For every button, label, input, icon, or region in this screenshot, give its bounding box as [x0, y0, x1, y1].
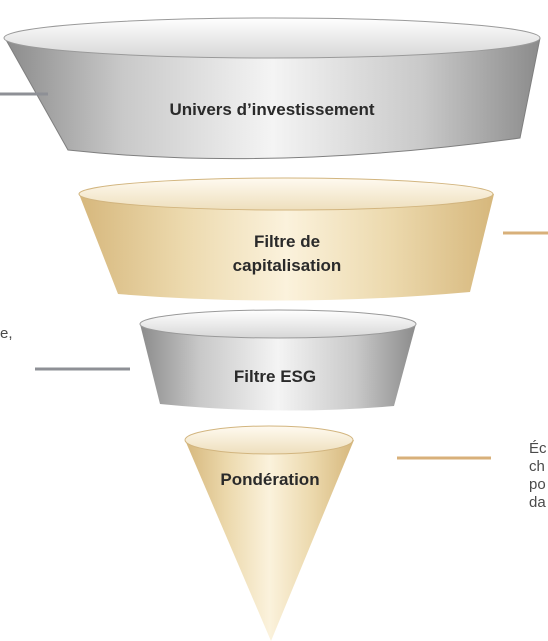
- label-esg-filter: Filtre ESG: [233, 367, 317, 386]
- label-investment-universe: Univers d’investissement: [169, 100, 375, 119]
- weighting-side-text-line-2: ch: [529, 458, 545, 475]
- label-capitalization-filter: Filtre de capitalisation: [232, 232, 342, 275]
- stage-weighting: [184, 425, 354, 641]
- stage-investment-universe: [3, 17, 541, 160]
- weighting-side-text-line-3: po: [529, 476, 546, 493]
- label-weighting: Pondération: [220, 470, 320, 489]
- stage-capitalization-filter: [78, 177, 494, 301]
- stage-esg-filter: [139, 309, 417, 411]
- esg-side-text-fragment: e,: [0, 325, 13, 342]
- weighting-side-text-line-1: Éc: [529, 440, 547, 457]
- weighting-side-text-line-4: da: [529, 494, 546, 511]
